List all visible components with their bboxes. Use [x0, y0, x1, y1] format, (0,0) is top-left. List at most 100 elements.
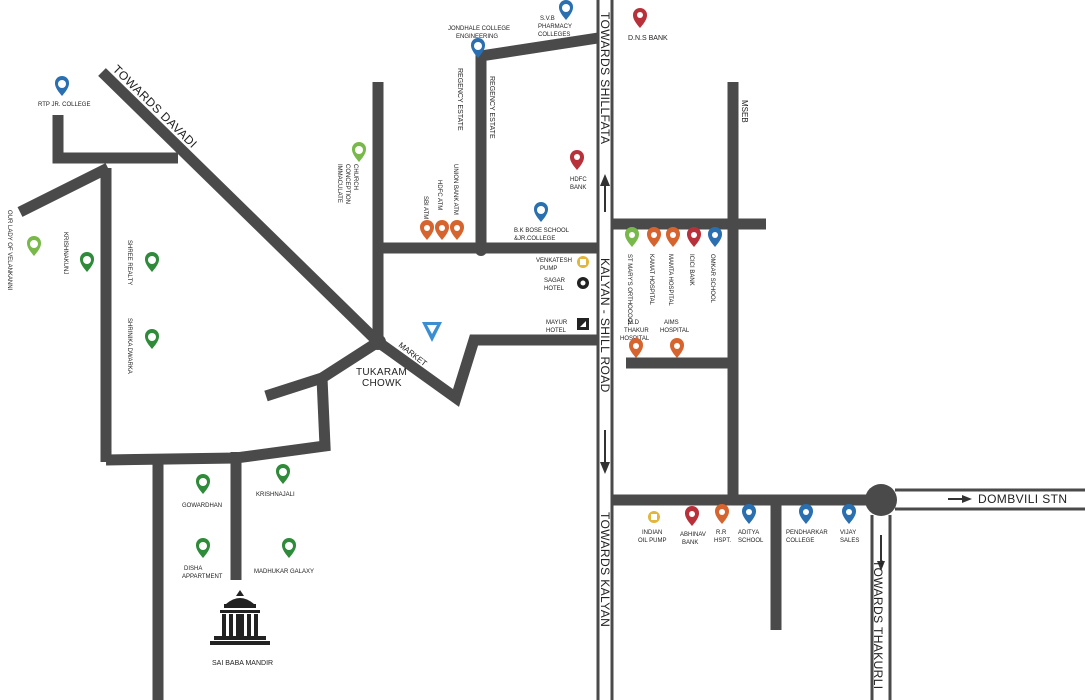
svg-text:MAMTA HOSPITAL: MAMTA HOSPITAL — [667, 254, 673, 306]
svg-text:SAI BABA MANDIR: SAI BABA MANDIR — [212, 660, 273, 667]
label-mseb: MSEB — [740, 100, 749, 123]
poi-immaculate-church[interactable]: IMMACULATE CONCEPTION CHURCH — [336, 142, 366, 204]
poi-label: D.N.S BANK — [628, 35, 668, 42]
road-labels: TOWARDS SHILLFATA KALYAN - SHILL ROAD TO… — [110, 12, 1067, 690]
poi-krishnajali[interactable]: KRISHNAJALI — [256, 464, 295, 498]
label-tukaram-1: TUKARAM — [356, 367, 407, 378]
svg-text:VIJAY: VIJAY — [840, 530, 856, 536]
svg-text:HOTEL: HOTEL — [544, 286, 565, 292]
poi-disha-appartment[interactable]: DISHA APPARTMENT — [182, 538, 223, 580]
poi-our-lady-velankanni[interactable]: OUR LADY OF VELANKANNI — [6, 210, 41, 291]
poi-aims-hospital[interactable]: AIMS HOSPITAL — [660, 320, 690, 358]
poi-rtp-college[interactable]: RTP JR. COLLEGE — [38, 76, 90, 108]
svg-text:SHRINIKA DWARKA: SHRINIKA DWARKA — [126, 318, 132, 374]
svg-text:AIMS: AIMS — [664, 320, 679, 326]
poi-st-marys[interactable]: ST MARY'S ORTHOCOOL — [625, 227, 639, 326]
svg-text:VENKATESH: VENKATESH — [536, 258, 572, 264]
svg-text:ABHINAV: ABHINAV — [680, 532, 706, 538]
poi-shrinika-dwarka[interactable]: SHRINIKA DWARKA — [126, 318, 159, 374]
label-tukaram-2: CHOWK — [362, 378, 402, 389]
svg-text:OMKAR SCHOOL: OMKAR SCHOOL — [709, 254, 715, 304]
svg-text:B.K BOSE SCHOOL: B.K BOSE SCHOOL — [514, 228, 570, 234]
poi-hdfc-atm[interactable]: HDFC ATM — [435, 180, 449, 240]
label-kalyan-shill-road: KALYAN - SHILL ROAD — [598, 258, 612, 393]
svg-text:HOSPITAL: HOSPITAL — [660, 328, 690, 334]
direction-arrows — [600, 174, 972, 571]
svg-text:SAGAR: SAGAR — [544, 278, 566, 284]
poi-sagar-hotel[interactable]: SAGAR HOTEL — [544, 277, 589, 292]
poi-sai-baba-mandir[interactable]: SAI BABA MANDIR — [210, 590, 273, 667]
svg-text:PHARMACY: PHARMACY — [538, 24, 572, 30]
svg-text:KAMAT HOSPITAL: KAMAT HOSPITAL — [648, 254, 654, 306]
poi-market[interactable] — [422, 322, 442, 342]
svg-text:SHREE REALTY: SHREE REALTY — [126, 240, 132, 285]
poi-icici-bank[interactable]: ICICI BANK — [687, 227, 701, 286]
poi-aditya-school[interactable]: ADITYA SCHOOL — [738, 504, 764, 544]
svg-text:JONDHALE COLLEGE: JONDHALE COLLEGE — [448, 26, 510, 32]
svg-text:COLLEGES: COLLEGES — [538, 32, 570, 38]
poi-union-bank-atm[interactable]: UNION BANK ATM — [450, 164, 464, 240]
poi-pendharkar-college[interactable]: PENDHARKAR COLLEGE — [786, 504, 828, 544]
svg-text:HSPT.: HSPT. — [714, 538, 731, 544]
poi-kamat-hospital[interactable]: KAMAT HOSPITAL — [647, 227, 661, 306]
svg-text:APPARTMENT: APPARTMENT — [182, 574, 223, 580]
label-towards-thakurli: TOWARDS THAKURLI — [871, 560, 885, 690]
poi-rr-hospital[interactable]: R.R HSPT. — [714, 504, 731, 544]
svg-text:KRISHNAJALI: KRISHNAJALI — [256, 492, 295, 498]
label-dombivli-stn: DOMBVILI STN — [978, 492, 1067, 506]
poi-shree-realty[interactable]: SHREE REALTY — [126, 240, 159, 285]
svg-text:SALES: SALES — [840, 538, 859, 544]
label-towards-kalyan: TOWARDS KALYAN — [598, 512, 612, 627]
label-towards-shillfata: TOWARDS SHILLFATA — [598, 12, 612, 144]
poi-mayur-hotel[interactable]: MAYUR HOTEL — [546, 318, 589, 334]
poi-dns-bank[interactable]: D.N.S BANK — [628, 8, 668, 42]
poi-mamta-hospital[interactable]: MAMTA HOSPITAL — [666, 227, 680, 306]
roundabout — [865, 484, 897, 516]
poi-sbi-atm[interactable]: SBI ATM — [420, 196, 434, 240]
svg-text:SCHOOL: SCHOOL — [738, 538, 764, 544]
poi-gowardhan[interactable]: GOWARDHAN — [182, 474, 222, 509]
temple-icon — [210, 590, 270, 645]
poi-jondhale-college[interactable]: JONDHALE COLLEGE ENGINEERING — [448, 26, 510, 58]
svg-text:THAKUR: THAKUR — [624, 328, 649, 334]
poi-vijay-sales[interactable]: VIJAY SALES — [840, 504, 859, 544]
svg-text:GOWARDHAN: GOWARDHAN — [182, 503, 222, 509]
svg-text:DISHA: DISHA — [184, 566, 202, 572]
svg-text:CHURCH: CHURCH — [352, 164, 358, 190]
svg-text:IMMACULATE: IMMACULATE — [336, 164, 342, 203]
svg-text:HDFC: HDFC — [570, 177, 587, 183]
svg-text:HDFC ATM: HDFC ATM — [436, 180, 442, 210]
svg-text:COLLEGE: COLLEGE — [786, 538, 814, 544]
svg-text:MADHUKAR GALAXY: MADHUKAR GALAXY — [254, 569, 314, 575]
svg-text:ST MARY'S ORTHOCOOL: ST MARY'S ORTHOCOOL — [626, 254, 632, 326]
poi-abhinav-bank[interactable]: ABHINAV BANK — [680, 506, 706, 546]
svg-text:INDIAN: INDIAN — [642, 530, 662, 536]
poi-md-thakur-hospital[interactable]: M.D THAKUR HOSPITAL — [620, 320, 650, 358]
svg-text:MAYUR: MAYUR — [546, 320, 568, 326]
poi-hdfc-bank[interactable]: HDFC BANK — [570, 150, 587, 191]
svg-text:BANK: BANK — [682, 540, 698, 546]
points-of-interest: D.N.S BANK S.V.B PHARMACY COLLEGES JONDH… — [6, 0, 859, 667]
svg-text:R.R: R.R — [716, 530, 727, 536]
svg-text:RTP JR. COLLEGE: RTP JR. COLLEGE — [38, 102, 90, 108]
svg-text:UNION BANK ATM: UNION BANK ATM — [452, 164, 458, 215]
poi-indian-oil-pump[interactable]: INDIAN OIL PUMP — [638, 511, 666, 544]
poi-svb-pharmacy[interactable]: S.V.B PHARMACY COLLEGES — [538, 0, 573, 38]
poi-omkar-school[interactable]: OMKAR SCHOOL — [708, 227, 722, 304]
svg-text:SBI ATM: SBI ATM — [422, 196, 428, 219]
poi-venkatesh-pump[interactable]: VENKATESH PUMP — [536, 256, 589, 272]
label-regency-estate-1: REGENCY ESTATE — [456, 68, 463, 131]
svg-text:M.D: M.D — [628, 320, 640, 326]
poi-bk-bose-school[interactable]: B.K BOSE SCHOOL &JR.COLLEGE — [514, 202, 570, 242]
label-regency-estate-2: REGENCY ESTATE — [488, 76, 495, 139]
svg-text:KRISHNAKUNJ: KRISHNAKUNJ — [62, 232, 68, 274]
svg-text:S.V.B: S.V.B — [540, 16, 555, 22]
svg-text:OUR LADY OF VELANKANNI: OUR LADY OF VELANKANNI — [6, 210, 12, 291]
svg-text:OIL PUMP: OIL PUMP — [638, 538, 666, 544]
poi-krishnakunj[interactable]: KRISHNAKUNJ — [62, 232, 94, 274]
svg-text:&JR.COLLEGE: &JR.COLLEGE — [514, 236, 555, 242]
svg-text:BANK: BANK — [570, 185, 586, 191]
poi-madhukar-galaxy[interactable]: MADHUKAR GALAXY — [254, 538, 314, 575]
svg-text:PUMP: PUMP — [540, 266, 557, 272]
